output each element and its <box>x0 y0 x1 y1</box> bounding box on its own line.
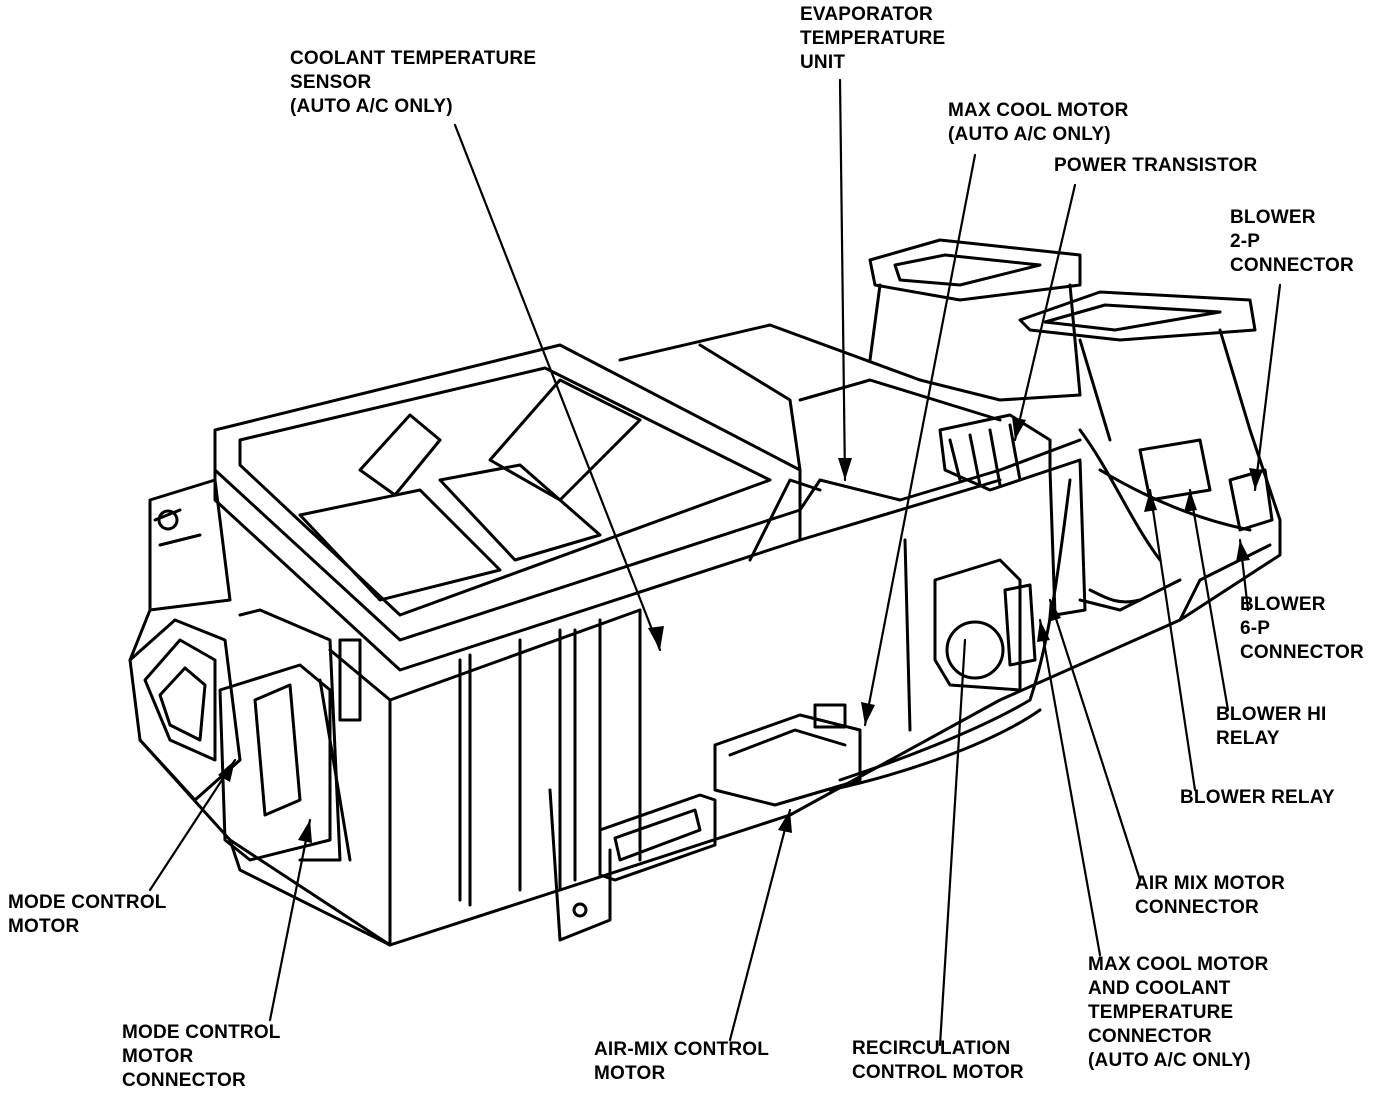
label-blower-hi-relay: BLOWER HI RELAY <box>1216 703 1327 751</box>
label-line: CONNECTOR <box>1088 1026 1212 1047</box>
label-line: RELAY <box>1216 728 1280 749</box>
label-coolant-temperature-sensor: COOLANT TEMPERATURE SENSOR (AUTO A/C ONL… <box>290 47 536 119</box>
label-line: MOTOR <box>122 1046 194 1067</box>
label-air-mix-motor-connector: AIR MIX MOTOR CONNECTOR <box>1135 872 1285 920</box>
label-mode-control-motor: MODE CONTROL MOTOR <box>8 891 167 939</box>
label-line: EVAPORATOR <box>800 4 933 25</box>
label-line: UNIT <box>800 52 846 73</box>
label-mode-control-motor-connector: MODE CONTROL MOTOR CONNECTOR <box>122 1021 281 1093</box>
label-line: COOLANT TEMPERATURE <box>290 48 537 69</box>
label-line: 2-P <box>1230 231 1261 252</box>
label-line: MODE CONTROL <box>8 892 167 913</box>
label-recirculation-control-motor: RECIRCULATION CONTROL MOTOR <box>852 1037 1024 1085</box>
label-line: MODE CONTROL <box>122 1022 281 1043</box>
label-line: 6-P <box>1240 618 1271 639</box>
label-line: CONNECTOR <box>1230 255 1354 276</box>
label-line: BLOWER RELAY <box>1180 787 1335 808</box>
label-line: TEMPERATURE <box>1088 1002 1234 1023</box>
label-line: SENSOR <box>290 72 372 93</box>
label-line: CONNECTOR <box>1240 642 1364 663</box>
label-line: MAX COOL MOTOR <box>1088 954 1269 975</box>
label-line: BLOWER HI <box>1216 704 1327 725</box>
housing-outline <box>128 343 1282 947</box>
label-line: (AUTO A/C ONLY) <box>290 96 453 117</box>
label-line: RECIRCULATION <box>852 1038 1011 1059</box>
label-line: MOTOR <box>594 1063 666 1084</box>
label-line: AIR MIX MOTOR <box>1135 873 1286 894</box>
label-line: MAX COOL MOTOR <box>948 100 1129 121</box>
label-line: BLOWER <box>1240 594 1326 615</box>
label-line: AIR-MIX CONTROL <box>594 1039 770 1060</box>
label-blower-6p-connector: BLOWER 6-P CONNECTOR <box>1240 593 1364 665</box>
label-line: CONNECTOR <box>1135 897 1259 918</box>
label-line: (AUTO A/C ONLY) <box>1088 1050 1251 1071</box>
label-evaporator-temperature-unit: EVAPORATOR TEMPERATURE UNIT <box>800 3 945 75</box>
label-max-cool-and-coolant-connector: MAX COOL MOTOR AND COOLANT TEMPERATURE C… <box>1088 953 1269 1073</box>
blower-unit-outline <box>618 238 1282 807</box>
label-line: TEMPERATURE <box>800 28 946 49</box>
label-air-mix-control-motor: AIR-MIX CONTROL MOTOR <box>594 1038 769 1086</box>
label-line: POWER TRANSISTOR <box>1054 155 1258 176</box>
label-line: CONTROL MOTOR <box>852 1062 1024 1083</box>
label-line: (AUTO A/C ONLY) <box>948 124 1111 145</box>
leader-lines <box>148 78 1282 1047</box>
label-blower-relay: BLOWER RELAY <box>1180 786 1335 810</box>
label-max-cool-motor: MAX COOL MOTOR (AUTO A/C ONLY) <box>948 99 1129 147</box>
label-line: BLOWER <box>1230 207 1316 228</box>
label-blower-2p-connector: BLOWER 2-P CONNECTOR <box>1230 206 1354 278</box>
label-line: CONNECTOR <box>122 1070 246 1091</box>
label-line: AND COOLANT <box>1088 978 1231 999</box>
label-power-transistor: POWER TRANSISTOR <box>1054 154 1257 178</box>
leader-arrowheads <box>218 417 1263 843</box>
label-line: MOTOR <box>8 916 80 937</box>
